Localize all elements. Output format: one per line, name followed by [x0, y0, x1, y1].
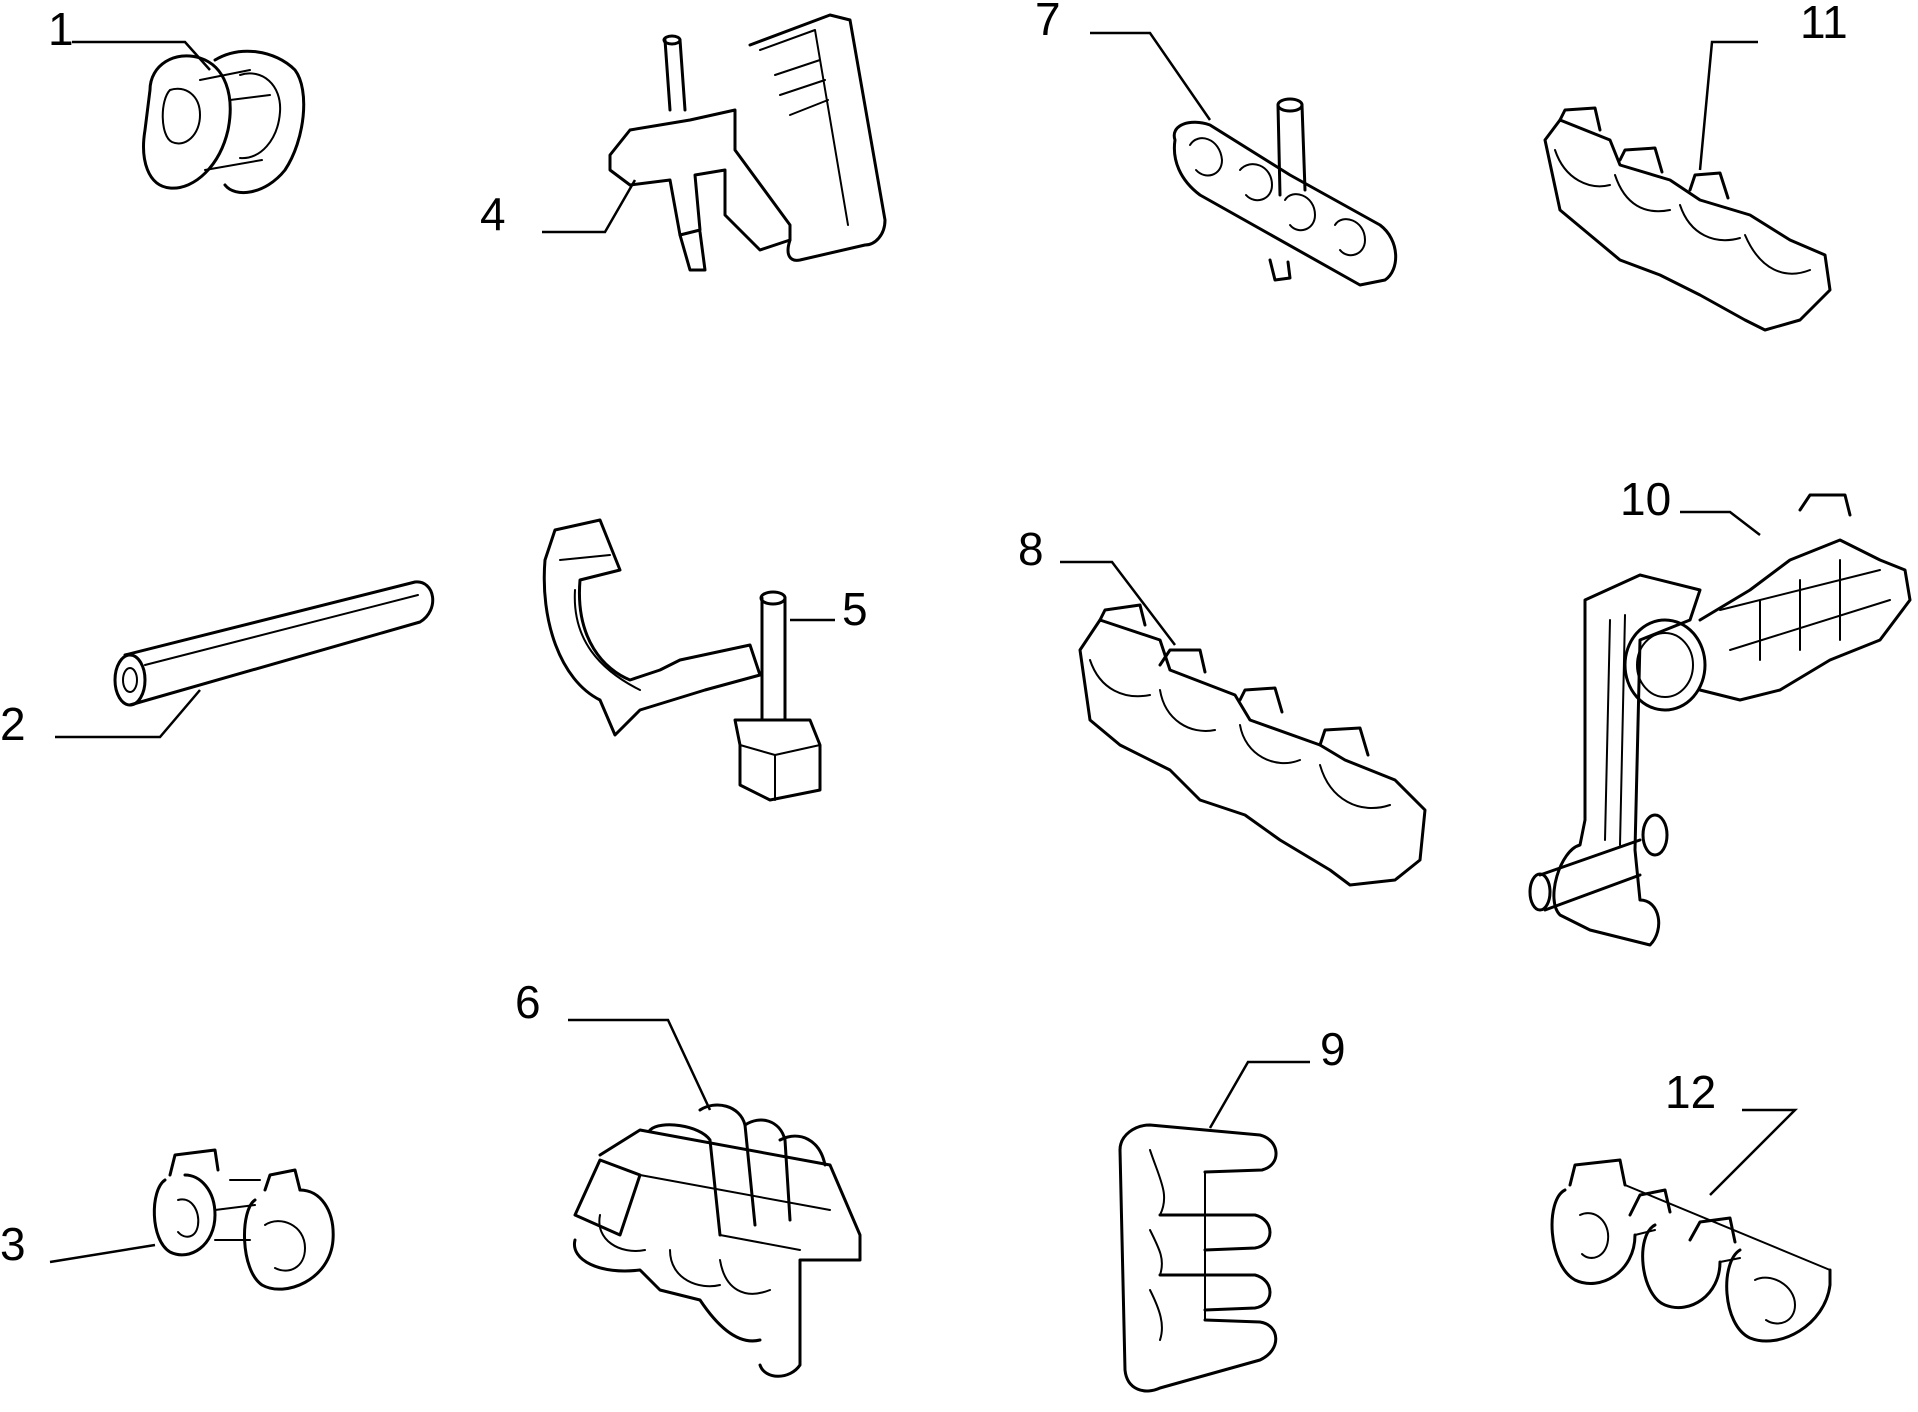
callout-11-leader [1698, 40, 1758, 171]
part-12-clip [1550, 1158, 1832, 1343]
callout-6-label: 6 [515, 976, 541, 1028]
part-2-rod [113, 580, 435, 707]
callout-5: 5 [790, 583, 868, 635]
callout-8-label: 8 [1018, 523, 1044, 575]
part-11-rowclip [1543, 106, 1832, 332]
part-4-bracket [608, 13, 887, 272]
part-7-clip [1172, 97, 1398, 287]
callout-9-leader [1208, 1060, 1310, 1129]
callout-10-label: 10 [1620, 473, 1671, 525]
part-6-multiclip [573, 1103, 862, 1378]
callout-5-label: 5 [842, 583, 868, 635]
callout-7-label: 7 [1035, 0, 1061, 45]
part-5-bracket [542, 518, 822, 802]
callout-7-leader [1090, 31, 1212, 121]
callout-2-label: 2 [0, 698, 26, 750]
callout-3-label: 3 [0, 1218, 26, 1270]
callout-11-label: 11 [1800, 0, 1848, 48]
callout-3: 3 [0, 1218, 156, 1270]
callout-4-label: 4 [480, 188, 506, 240]
callout-8: 8 [1018, 523, 1176, 646]
callout-3-leader [49, 1243, 156, 1264]
part-3-clip [152, 1148, 335, 1291]
callout-1: 1 [48, 3, 211, 71]
callout-11: 11 [1698, 0, 1848, 171]
callout-12-leader [1709, 1108, 1799, 1196]
callout-1-leader [72, 40, 211, 71]
callout-6: 6 [515, 976, 712, 1111]
callout-2: 2 [0, 689, 201, 750]
callout-10: 10 [1620, 473, 1761, 536]
callout-10-leader [1680, 510, 1761, 536]
callout-6-leader [568, 1018, 712, 1111]
callout-2-leader [55, 689, 201, 739]
callout-7: 7 [1035, 0, 1212, 121]
callout-12: 12 [1665, 1066, 1799, 1196]
part-9-comb [1118, 1123, 1278, 1393]
callout-4: 4 [480, 179, 637, 240]
callout-4-leader [542, 179, 637, 234]
part-1-clip [142, 49, 306, 194]
part-10-bracket [1528, 493, 1912, 947]
callout-8-leader [1060, 560, 1176, 646]
callout-9: 9 [1208, 1023, 1346, 1129]
callout-9-label: 9 [1320, 1023, 1346, 1075]
callout-12-label: 12 [1665, 1066, 1716, 1118]
part-8-rowclip [1078, 603, 1427, 887]
callout-1-label: 1 [48, 3, 74, 55]
